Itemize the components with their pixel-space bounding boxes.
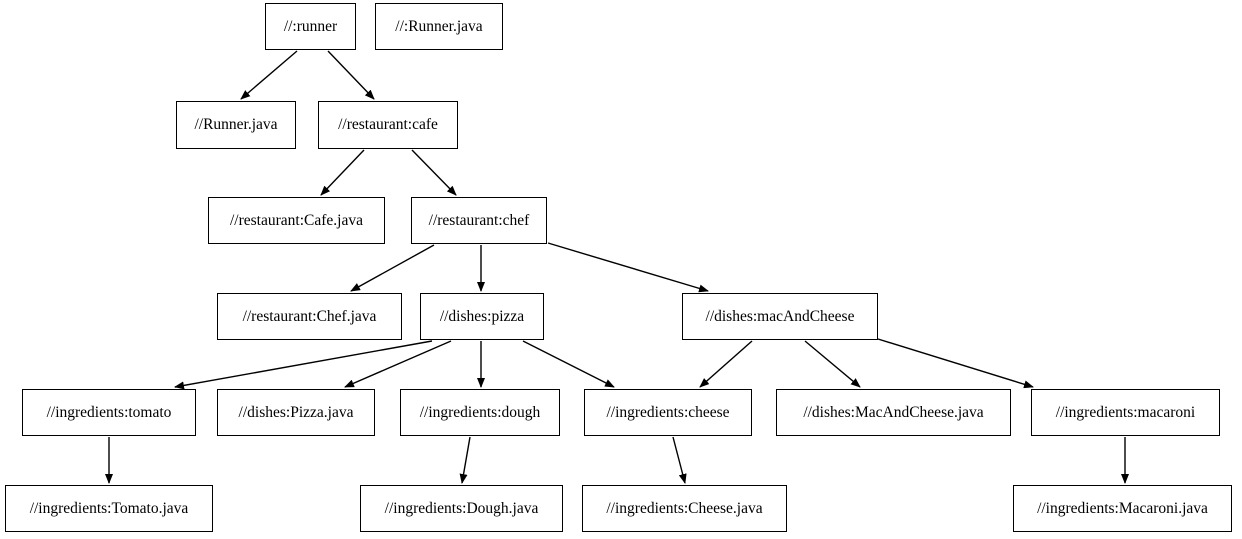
graph-node-runner_java_root[interactable]: //:Runner.java (375, 3, 503, 50)
graph-node-label: //restaurant:cafe (338, 116, 438, 134)
graph-node-label: //ingredients:macaroni (1055, 403, 1196, 421)
graph-node-cafe_java[interactable]: //restaurant:Cafe.java (208, 197, 385, 244)
graph-node-label: //ingredients:cheese (606, 403, 730, 421)
graph-node-runner[interactable]: //:runner (265, 3, 356, 50)
graph-node-restaurant_chef[interactable]: //restaurant:chef (411, 197, 547, 244)
graph-node-cheese_java[interactable]: //ingredients:Cheese.java (582, 485, 787, 532)
graph-node-label: //ingredients:Macaroni.java (1037, 499, 1208, 517)
graph-node-tomato_java[interactable]: //ingredients:Tomato.java (5, 485, 213, 532)
graph-node-dishes_pizza[interactable]: //dishes:pizza (420, 293, 544, 340)
graph-node-label: //ingredients:Cheese.java (606, 499, 763, 517)
graph-node-ing_tomato[interactable]: //ingredients:tomato (22, 389, 196, 436)
graph-node-label: //ingredients:tomato (46, 403, 172, 421)
graph-node-label: //restaurant:chef (428, 211, 530, 229)
graph-node-label: //restaurant:Cafe.java (230, 211, 363, 229)
graph-node-ing_macaroni[interactable]: //ingredients:macaroni (1031, 389, 1220, 436)
graph-node-label: //dishes:pizza (439, 307, 525, 325)
graph-node-label: //dishes:macAndCheese (705, 307, 855, 325)
graph-node-dough_java[interactable]: //ingredients:Dough.java (360, 485, 563, 532)
graph-node-pizza_java[interactable]: //dishes:Pizza.java (217, 389, 375, 436)
graph-node-label: //dishes:Pizza.java (238, 403, 354, 421)
graph-node-label: //ingredients:dough (419, 403, 541, 421)
graph-node-dishes_mac[interactable]: //dishes:macAndCheese (682, 293, 878, 340)
graph-node-label: //ingredients:Dough.java (384, 499, 539, 517)
graph-node-macaroni_java[interactable]: //ingredients:Macaroni.java (1013, 485, 1232, 532)
graph-node-restaurant_cafe[interactable]: //restaurant:cafe (318, 101, 458, 149)
graph-node-label: //dishes:MacAndCheese.java (803, 403, 984, 421)
graph-node-chef_java[interactable]: //restaurant:Chef.java (217, 293, 402, 340)
graph-node-label: //restaurant:Chef.java (242, 307, 377, 325)
graph-node-label: //:Runner.java (395, 17, 483, 35)
graph-node-runner_java[interactable]: //Runner.java (176, 101, 296, 149)
graph-node-label: //ingredients:Tomato.java (29, 499, 189, 517)
graph-node-label: //:runner (283, 17, 338, 35)
graph-node-mac_java[interactable]: //dishes:MacAndCheese.java (776, 389, 1011, 436)
graph-node-ing_cheese[interactable]: //ingredients:cheese (584, 389, 752, 436)
graph-node-ing_dough[interactable]: //ingredients:dough (400, 389, 560, 436)
graph-node-label: //Runner.java (194, 116, 278, 134)
